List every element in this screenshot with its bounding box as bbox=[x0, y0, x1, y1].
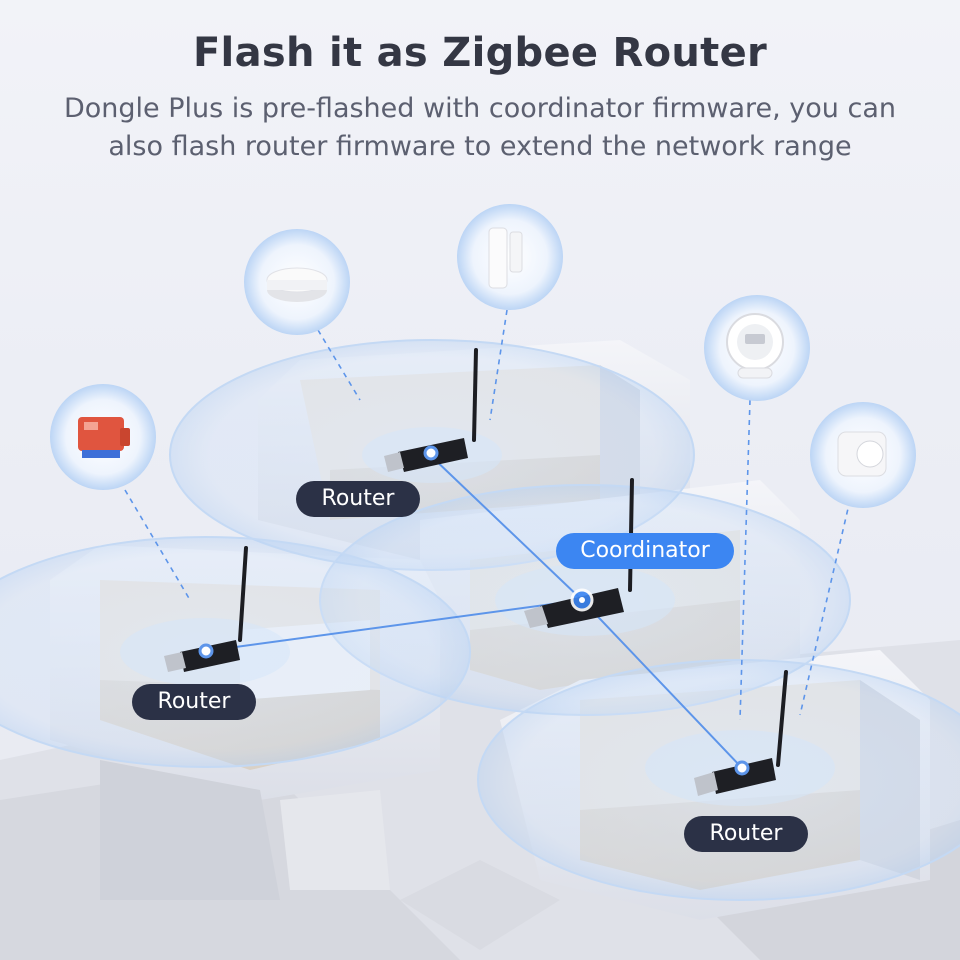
dongle-right bbox=[694, 670, 788, 796]
subtitle-line-1: Dongle Plus is pre-flashed with coordina… bbox=[63, 93, 897, 124]
door-sensor-icon bbox=[488, 227, 523, 289]
coordinator-label: Coordinator bbox=[556, 533, 734, 569]
mesh-links bbox=[205, 454, 743, 769]
motion-sensor-icon bbox=[837, 431, 887, 477]
router-label-right: Router bbox=[684, 816, 808, 852]
motion-sensor-bubble bbox=[810, 402, 916, 508]
page-title: Flash it as Zigbee Router bbox=[192, 30, 768, 76]
dongle-coordinator bbox=[524, 478, 634, 628]
dongle-left bbox=[164, 546, 248, 672]
door-sensor-bubble bbox=[457, 204, 563, 310]
router-label-left: Router bbox=[132, 684, 256, 720]
relay-module-icon bbox=[78, 417, 130, 458]
dongle-top bbox=[384, 348, 478, 472]
page-subtitle: Dongle Plus is pre-flashed with coordina… bbox=[20, 90, 940, 166]
thermostat-icon bbox=[726, 313, 784, 379]
subtitle-line-2: also flash router firmware to extend the… bbox=[108, 131, 852, 162]
device-links bbox=[124, 309, 851, 721]
relay-module-bubble bbox=[50, 384, 156, 490]
router-label-top: Router bbox=[296, 481, 420, 517]
thermostat-bubble bbox=[704, 295, 810, 401]
hub-icon bbox=[266, 267, 328, 302]
hub-bubble bbox=[244, 229, 350, 335]
